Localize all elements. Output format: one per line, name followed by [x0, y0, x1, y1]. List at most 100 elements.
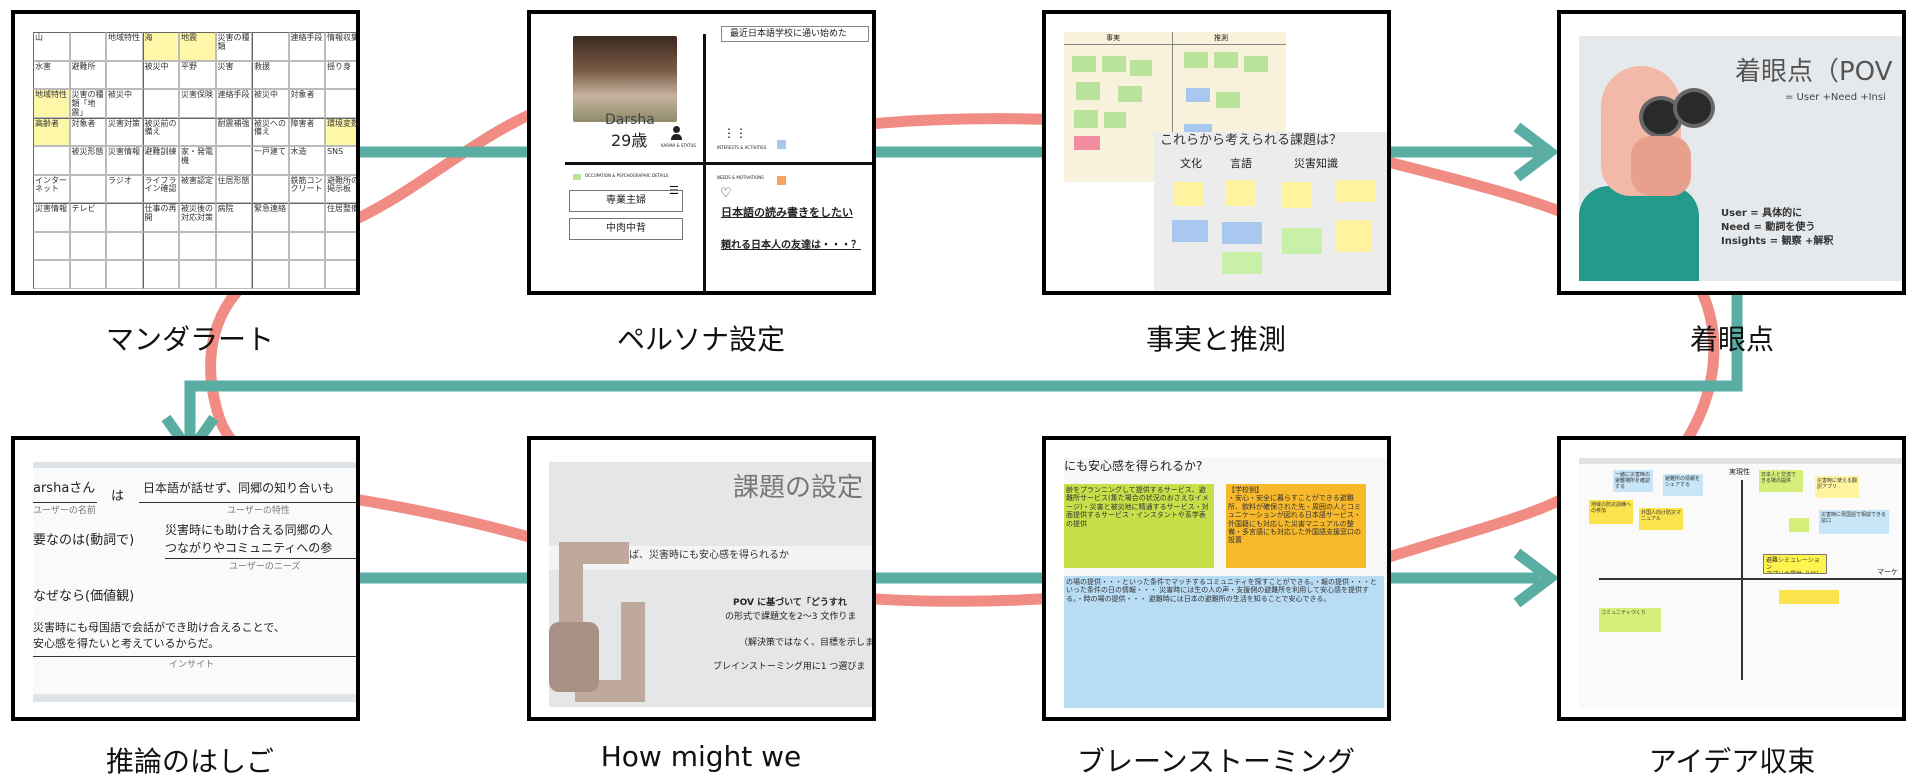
facts-question: これらから考えられる課題は？ — [1160, 133, 1343, 148]
persona-small-label: INTERESTS & ACTIVITIES — [717, 145, 767, 150]
persona-small-label: KARMA & STATUS — [661, 143, 696, 148]
hmw-note-2: （解決策ではなく、目標を示しま — [739, 638, 875, 648]
mandala-cell — [106, 203, 143, 232]
mandala-cell — [69, 231, 106, 260]
persona-age: 29歳 — [611, 131, 648, 150]
mandala-cell: インターネット — [33, 174, 70, 203]
persona-name: Darsha — [605, 112, 655, 128]
mandala-cell — [33, 146, 70, 175]
ladder-trait-caption: ユーザーの特性 — [227, 506, 290, 516]
facts-cat-culture: 文化 — [1180, 157, 1202, 170]
step-thumbnail-mandala[interactable]: 山地域特性海地震災害の種類連絡手段情報収集水害避難所被災中平野災害救援揺り身地域… — [11, 10, 360, 295]
mandala-cell — [288, 60, 325, 89]
mandala-cell — [179, 260, 216, 289]
ladder-needs-caption: ユーザーのニーズ — [229, 562, 301, 572]
mandala-cell: 避難所 — [69, 60, 106, 89]
mandala-cell: 対象者 — [288, 89, 325, 118]
mandala-cell: 被災中 — [106, 89, 143, 118]
mandala-cell: SNS — [325, 146, 356, 175]
mandala-cell — [215, 231, 252, 260]
facts-question-card: これらから考えられる課題は？ 文化 言語 災害知識 — [1154, 132, 1387, 290]
axis-top-label: 実現性 — [1729, 468, 1750, 476]
mandala-cell: 被災中 — [252, 89, 289, 118]
step-label: ブレーンストーミング — [1076, 745, 1356, 778]
hmw-pov-note-1: POV に基づいて「どうすれ — [733, 598, 847, 608]
vertical-axis — [1741, 480, 1743, 680]
persona-horizontal-divider — [565, 162, 872, 165]
mandala-cell — [252, 174, 289, 203]
step-label: アイデア収束 — [1648, 745, 1816, 778]
persona-small-label: OCCUPATION & PSYCHOGRAPHIC DETAILS — [585, 173, 669, 178]
footprint-icon: ⋮⋮ — [723, 126, 747, 140]
persona-top-text: 最近日本語学校に通い始めた — [721, 26, 869, 43]
mandala-cell: 山 — [33, 32, 70, 61]
pov-formula: = User +Need +Insi — [1785, 92, 1886, 103]
salmon-connector — [205, 104, 1720, 607]
mandala-cell — [69, 260, 106, 289]
mandala-cell — [142, 231, 179, 260]
mandala-grid: 山地域特性海地震災害の種類連絡手段情報収集水害避難所被災中平野災害救援揺り身地域… — [33, 32, 356, 291]
user-icon — [671, 126, 682, 140]
step-thumbnail-pov[interactable]: 着眼点（POV = User +Need +Insi User = 具体的に N… — [1557, 10, 1906, 295]
step-thumbnail-persona[interactable]: Darsha 29歳 KARMA & STATUS 最近日本語学校に通い始めた … — [527, 10, 876, 295]
facts-cat-language: 言語 — [1230, 157, 1252, 170]
idea-note: 一緒に災害時の避難場所を確認する — [1613, 470, 1653, 492]
idea-note: 避難所の情報をシェアする — [1663, 474, 1703, 496]
ladder-wa: は — [111, 489, 125, 504]
sticky-blue-icon — [777, 140, 786, 149]
step-thumbnail-facts[interactable]: 事実 推測 これらから考えられる課題は？ 文化 言語 災害知識 — [1042, 10, 1391, 295]
ladder-slide: arshaさん は 日本語が話せず、同郷の知り合いも ユーザーの名前 ユーザーの… — [33, 462, 356, 702]
persona-photo — [573, 36, 677, 122]
ladder-insight-caption: インサイト — [169, 660, 215, 670]
pov-user: User = 具体的に — [1721, 208, 1803, 219]
step-label: 事実と推測 — [1145, 323, 1286, 356]
ladder-insight-2: 安心感を得たいと考えているからだ。 — [33, 637, 220, 650]
mandala-cell: 被災への備え — [252, 117, 289, 146]
idea-note: 日本人と交流できる場の提供 — [1759, 470, 1803, 492]
persona-need-line-1: 日本語の読み書きをしたい — [721, 206, 853, 219]
ladder-needs-2: つながりやコミュニティへの参 — [165, 542, 333, 555]
ladder-needs-1: 災害時にも助け合える同郷の人 — [165, 524, 333, 537]
mandala-cell: ラジオ — [106, 174, 143, 203]
step-thumbnail-hmw[interactable]: 課題の設定 どうすれば、災害時にも安心感を得られるか POV に基づいて「どうす… — [527, 436, 876, 721]
facts-col-guess: 推測 — [1214, 34, 1228, 42]
mandala-cell — [69, 32, 106, 61]
mandala-cell: 災害保険 — [179, 89, 216, 118]
hmw-slide: 課題の設定 どうすれば、災害時にも安心感を得られるか POV に基づいて「どうす… — [549, 462, 875, 707]
pov-slide: 着眼点（POV = User +Need +Insi User = 具体的に N… — [1579, 36, 1902, 281]
mandala-cell: 救援 — [252, 60, 289, 89]
converge-board: 実現性 マーケ 一緒に災害時の避難場所を確認する 避難所の情報をシェアする 日本… — [1579, 458, 1902, 708]
mandala-cell: 被災形態 — [69, 146, 106, 175]
mandala-cell: 障害者 — [288, 117, 325, 146]
mandala-cell: 避難所の掲示板 — [325, 174, 356, 203]
step-label: ペルソナ設定 — [616, 323, 785, 356]
mandala-cell — [69, 174, 106, 203]
mandala-cell: 仕事の再開 — [142, 203, 179, 232]
mandala-cell: 対象者 — [69, 117, 106, 146]
mandala-cell: 災害対策 — [106, 117, 143, 146]
mandala-cell: 被災後の対応対策 — [179, 203, 216, 232]
ladder-insight-1: 災害時にも母国語で会話ができ助け合えることで、 — [33, 621, 285, 634]
mandala-cell: 情報収集 — [325, 32, 356, 61]
mandala-cell: 緊急連絡 — [252, 203, 289, 232]
mandala-cell: 災害情報 — [106, 146, 143, 175]
mandala-cell: 住居形態 — [215, 174, 252, 203]
mandala-cell — [325, 89, 356, 118]
mandala-cell — [325, 260, 356, 289]
idea-note: 地域の防災訓練への参加 — [1589, 500, 1633, 524]
hmw-question: どうすれば、災害時にも安心感を得られるか — [589, 550, 789, 561]
idea-note — [1779, 590, 1839, 604]
step-label: 着眼点 — [1689, 323, 1774, 356]
mandala-cell — [215, 146, 252, 175]
step-thumbnail-brainstorm[interactable]: にも安心感を得られるか? 齢をプランニングして提供するサービス、避難所サービス(… — [1042, 436, 1391, 721]
step-thumbnail-converge[interactable]: 実現性 マーケ 一緒に災害時の避難場所を確認する 避難所の情報をシェアする 日本… — [1557, 436, 1906, 721]
mandala-cell: 一戸建て — [252, 146, 289, 175]
mandala-cell: 災害 — [215, 60, 252, 89]
mandala-cell: 環境変数 — [325, 117, 356, 146]
step-label: How might we — [600, 740, 802, 773]
mandala-cell — [179, 231, 216, 260]
step-thumbnail-ladder[interactable]: arshaさん は 日本語が話せず、同郷の知り合いも ユーザーの名前 ユーザーの… — [11, 436, 360, 721]
ladder-name: arshaさん — [33, 481, 96, 496]
hmw-title: 課題の設定 — [733, 473, 864, 503]
